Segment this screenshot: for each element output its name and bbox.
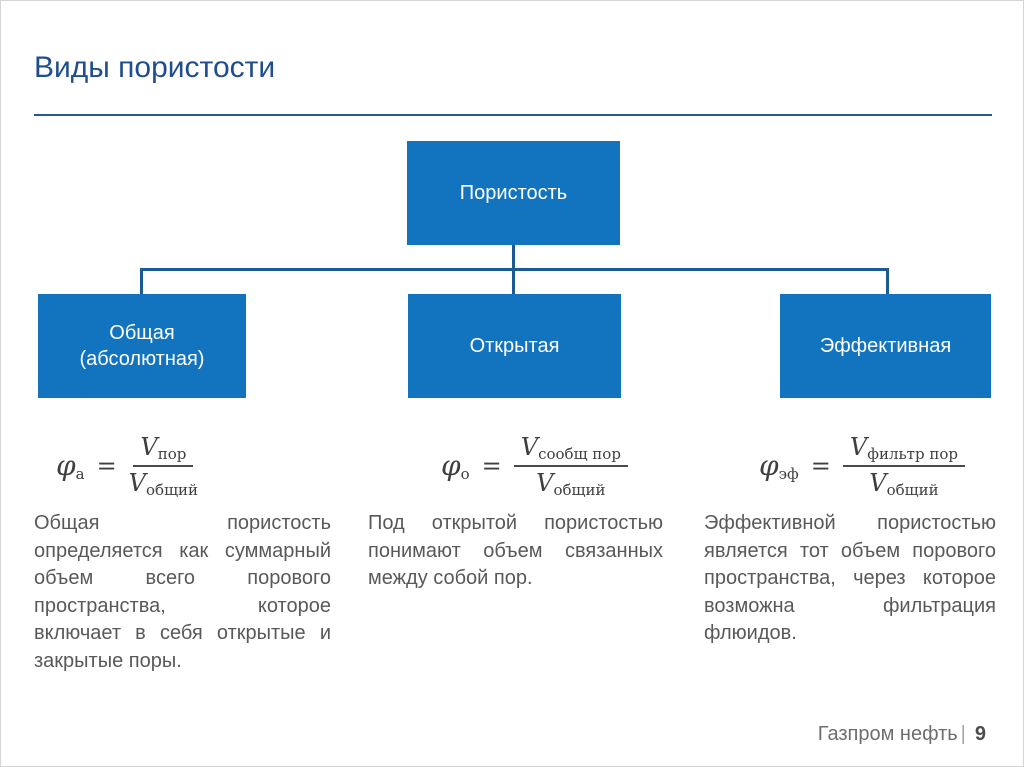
- phi-symbol-total: φа: [56, 449, 85, 484]
- connector-drop-right: [886, 268, 889, 294]
- equals-sign: =: [810, 451, 831, 480]
- connector-stem: [512, 245, 515, 270]
- box-label-total-absolute: Общая (абсолютная): [79, 322, 205, 370]
- formula-open-porosity: φо = Vсообщ пор Vобщий: [441, 433, 628, 498]
- fraction-numerator: Vсообщ пор: [513, 433, 628, 468]
- footer-brand: Газпром нефть: [817, 723, 958, 745]
- description-open-porosity: Под открытой пористостью понимают объем …: [368, 512, 663, 589]
- equals-sign: =: [96, 451, 117, 480]
- fraction-denominator: Vобщий: [536, 469, 606, 500]
- diagram-box-effective: Эффективная: [780, 294, 991, 398]
- diagram-box-total-absolute: Общая (абсолютная): [38, 294, 246, 398]
- fraction-effective: Vфильтр пор Vобщий: [842, 433, 965, 500]
- box-label-effective: Эффективная: [819, 335, 952, 357]
- diagram-box-open: Открытая: [408, 294, 621, 398]
- fraction-open: Vсообщ пор Vобщий: [513, 433, 628, 500]
- footer-page-number: 9: [974, 723, 986, 745]
- equals-sign: =: [481, 451, 502, 480]
- page-title: Виды пористости: [34, 51, 276, 84]
- formula-total-porosity: φа = Vпор Vобщий: [56, 433, 198, 498]
- description-effective-porosity: Эффективной пористостью является тот объ…: [704, 512, 996, 644]
- fraction-denominator: Vобщий: [869, 469, 939, 500]
- box-label-open: Открытая: [469, 335, 560, 357]
- diagram-root-box-porosity: Пористость: [407, 141, 620, 245]
- phi-symbol-effective: φэф: [759, 449, 799, 484]
- fraction-total: Vпор Vобщий: [129, 433, 198, 498]
- connector-drop-middle: [512, 268, 515, 294]
- title-underline: [34, 114, 992, 116]
- phi-symbol-open: φо: [441, 449, 470, 484]
- root-box-label: Пористость: [459, 182, 568, 204]
- fraction-denominator: Vобщий: [128, 469, 199, 500]
- slide-footer: Газпром нефть | 9: [818, 723, 986, 746]
- connector-drop-left: [140, 268, 143, 294]
- fraction-numerator: Vфильтр пор: [842, 433, 965, 468]
- formula-effective-porosity: φэф = Vфильтр пор Vобщий: [759, 433, 965, 498]
- footer-separator: |: [960, 723, 966, 745]
- fraction-numerator: Vпор: [133, 433, 194, 468]
- description-total-porosity: Общая пористость определяется как суммар…: [34, 512, 331, 672]
